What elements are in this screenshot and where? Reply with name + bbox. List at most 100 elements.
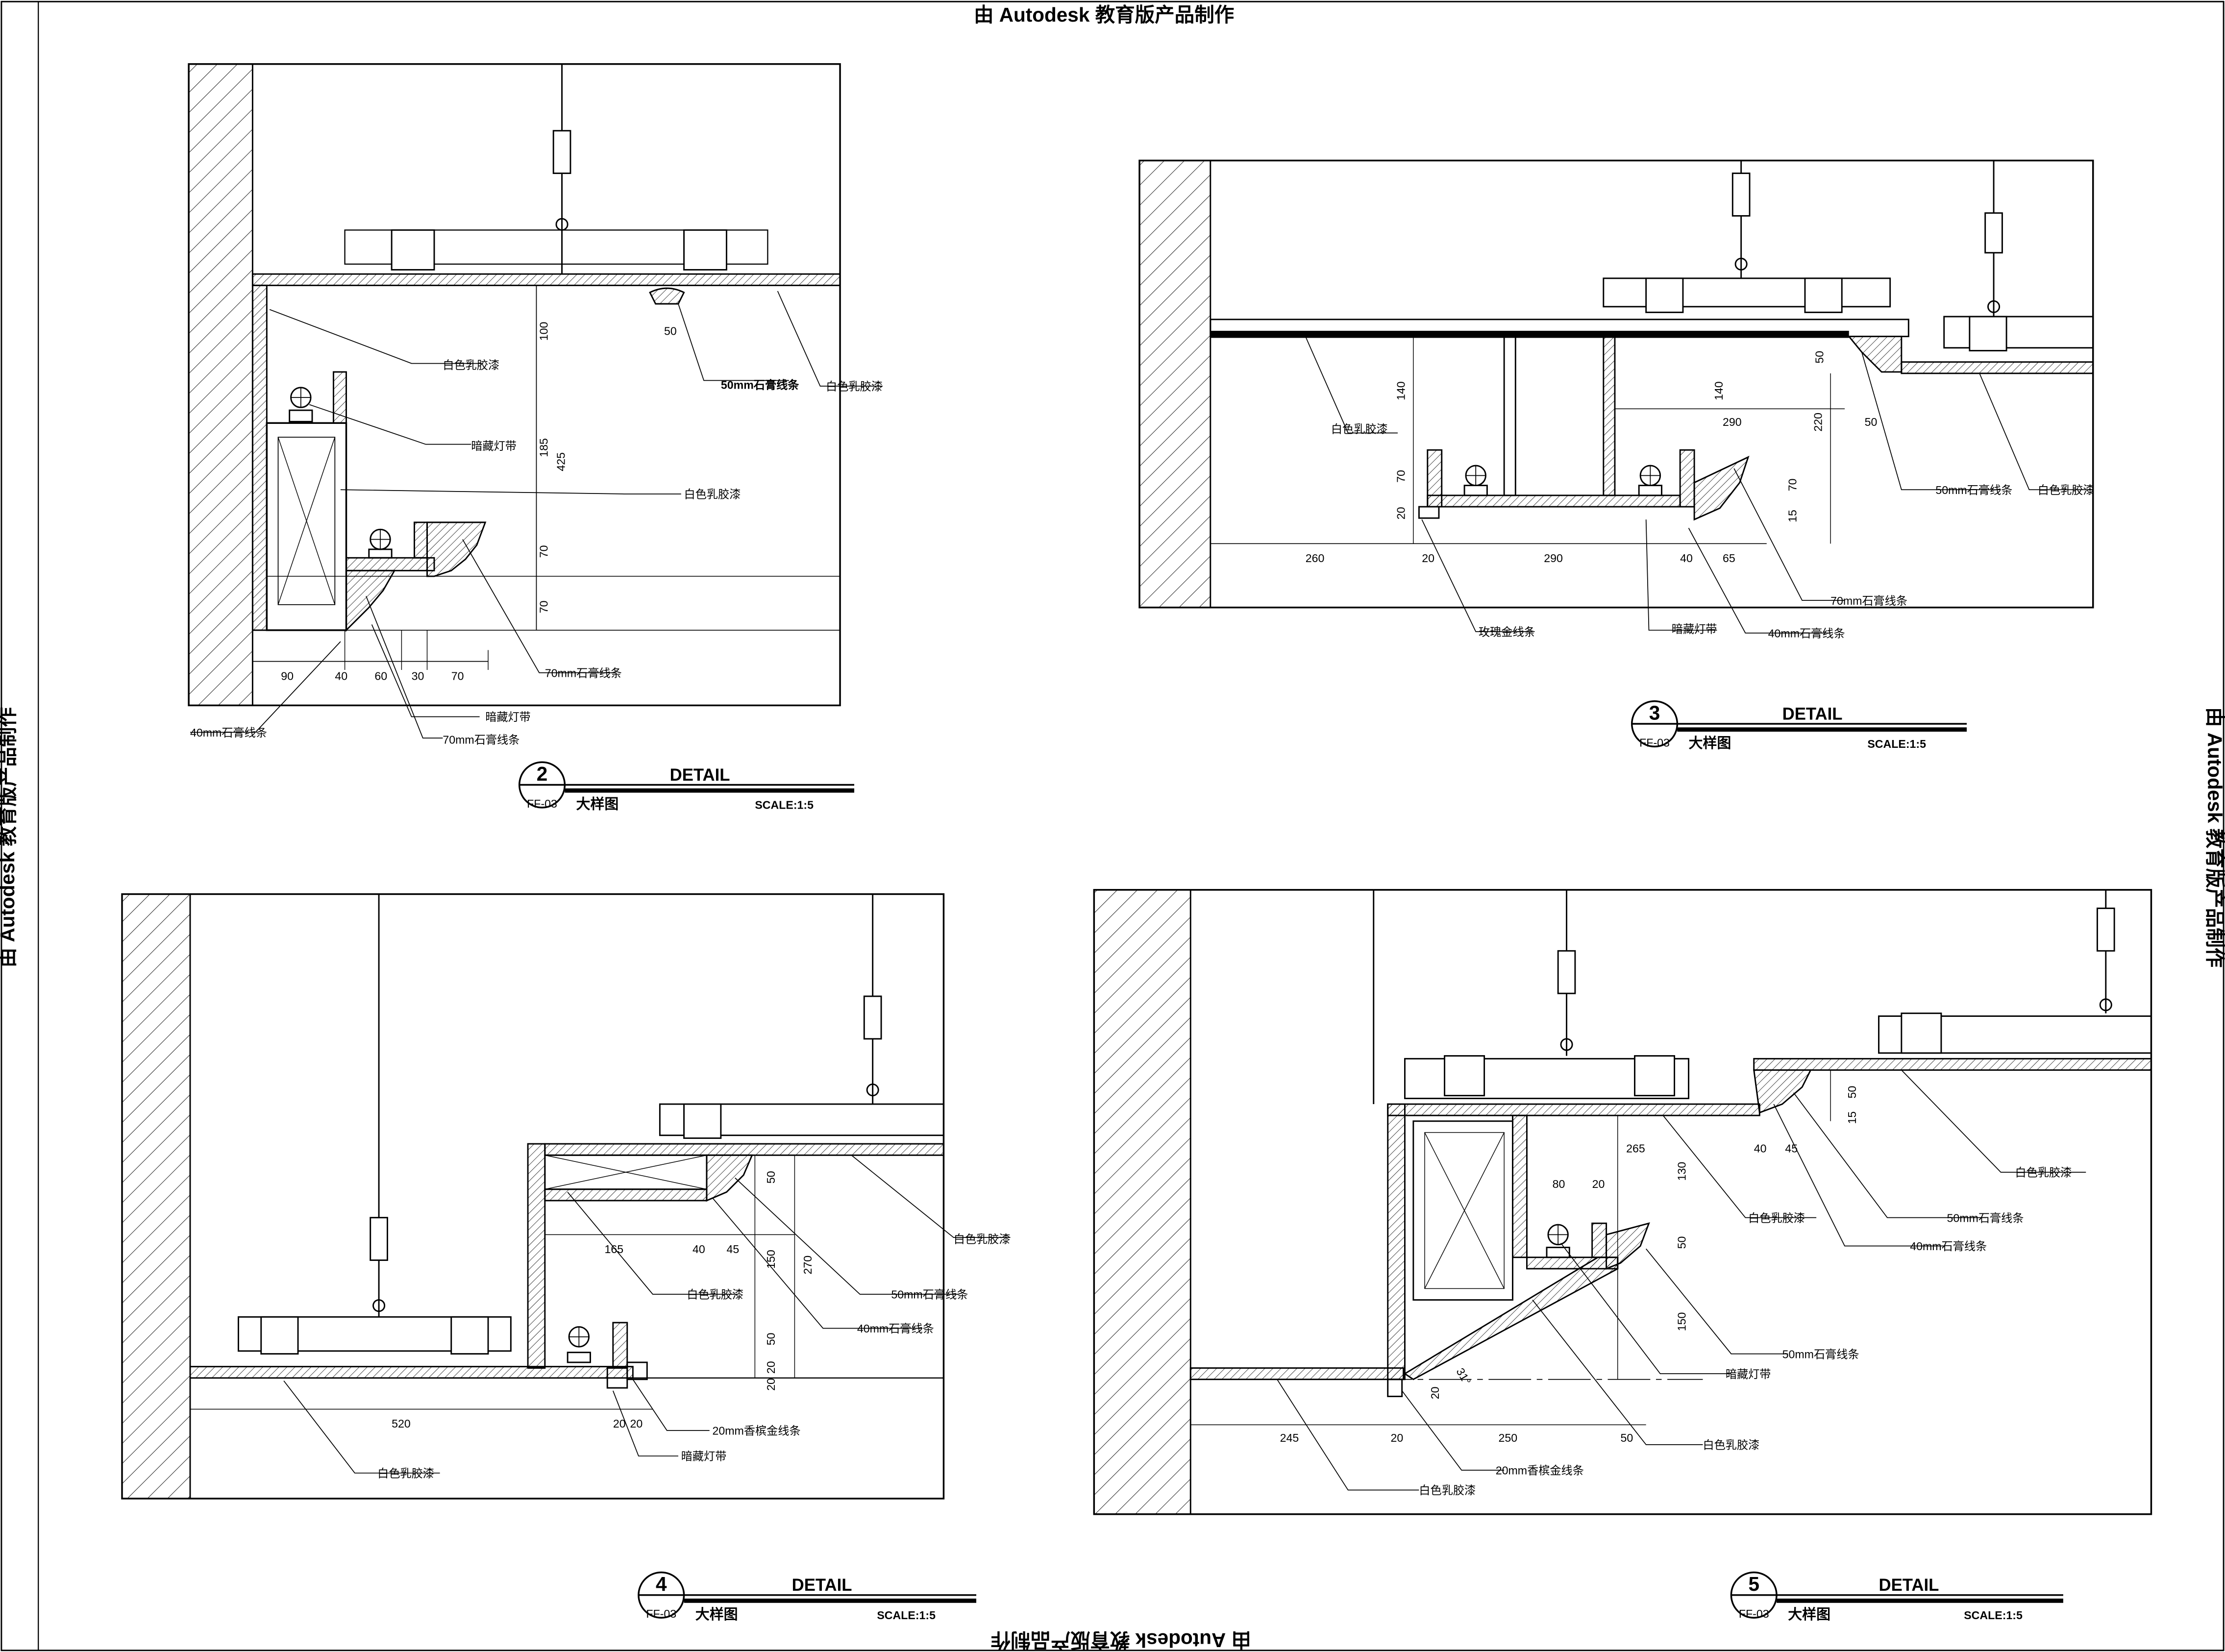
detail-3-dim: 260: [1306, 552, 1325, 565]
detail-2-subtitle: 大样图: [576, 796, 619, 813]
detail-3-trough: [1427, 494, 1681, 508]
detail-5-sheet: FF-03: [1739, 1607, 1769, 1620]
detail-2-leader-5: [340, 489, 681, 494]
detail-2-number: 2: [537, 763, 548, 785]
detail-2-bracket-left: [391, 229, 435, 271]
detail-3-label-7: 40mm石膏线条: [1768, 627, 1845, 640]
detail-3-dim: 290: [1723, 416, 1742, 428]
detail-2-label-6: 70mm石膏线条: [545, 666, 622, 679]
detail-5-dim: 45: [1785, 1142, 1798, 1155]
detail-4-dim: 20: [630, 1417, 643, 1430]
detail-4-label-7: 白色乳胶漆: [377, 1467, 434, 1479]
detail-3-joist-left: [1603, 277, 1891, 308]
detail-2-wall: [188, 63, 253, 706]
detail-4-label-1: 白色乳胶漆: [954, 1233, 1011, 1246]
detail-5-title: DETAIL: [1879, 1576, 1939, 1595]
detail-5-label-7: 白色乳胶漆: [1703, 1439, 1759, 1452]
detail-5-dim: 130: [1676, 1162, 1688, 1181]
detail-4-dim: 270: [801, 1256, 814, 1275]
detail-3-subtitle: 大样图: [1689, 735, 1731, 751]
detail-4-lower-board: [189, 1366, 634, 1379]
detail-2-cornice-70: [426, 521, 487, 577]
detail-2-leader-8: [366, 596, 443, 739]
watermark-left: 由 Autodesk 教育版产品制作: [0, 707, 19, 967]
detail-3-dim: 140: [1712, 381, 1725, 400]
detail-2-ceiling-board: [251, 273, 841, 286]
detail-3-label-1: 白色乳胶漆: [1331, 422, 1388, 435]
detail-5-scale: SCALE:1:5: [1964, 1609, 2023, 1622]
detail-4-title: DETAIL: [792, 1576, 852, 1595]
detail-3-title-block: 3 FF-03 DETAIL 大样图 SCALE:1:5: [1631, 700, 1967, 751]
detail-5-dim: 265: [1626, 1142, 1645, 1155]
detail-5-dim: 20: [1391, 1431, 1404, 1444]
detail-5-label-3: 50mm石膏线条: [1947, 1211, 2024, 1224]
detail-2: 白色乳胶漆 50mm石膏线条 白色乳胶漆 暗藏灯带 白色乳胶漆 70mm石膏线条…: [188, 63, 883, 813]
detail-2-leader-6: [462, 539, 616, 673]
detail-2-ceiling-joist: [344, 229, 768, 265]
detail-4-dim: 520: [392, 1417, 411, 1430]
detail-2-title: DETAIL: [670, 766, 730, 785]
watermark-bottom: 由 Autodesk 教育版产品制作: [991, 1629, 1251, 1652]
detail-3-joist-right: [1943, 316, 2094, 349]
detail-2-dim: 60: [374, 669, 387, 682]
detail-5-label-5: 50mm石膏线条: [1782, 1348, 1859, 1360]
detail-4-label-4: 40mm石膏线条: [857, 1322, 934, 1335]
detail-2-dim: 40: [335, 669, 347, 682]
detail-3-label-4: 70mm石膏线条: [1830, 594, 1907, 607]
detail-2-dim: 70: [538, 545, 550, 558]
detail-5-dim: 50: [1676, 1236, 1688, 1249]
detail-4-wall: [121, 893, 191, 1500]
detail-5-dim: 31°: [1454, 1366, 1473, 1387]
detail-5-label-2: 白色乳胶漆: [1748, 1211, 1805, 1224]
detail-5-dim: 40: [1754, 1142, 1767, 1155]
detail-5-subtitle: 大样图: [1788, 1606, 1830, 1623]
detail-3-label-2: 50mm石膏线条: [1935, 484, 2012, 496]
detail-5-label-9: 白色乳胶漆: [1419, 1484, 1476, 1497]
detail-3-title: DETAIL: [1782, 705, 1843, 723]
detail-4-upper-board: [544, 1143, 944, 1156]
detail-4-label-2: 白色乳胶漆: [687, 1288, 743, 1301]
detail-3-dim: 220: [1812, 413, 1825, 432]
detail-4-number: 4: [656, 1573, 667, 1595]
detail-2-dim: 425: [554, 452, 567, 471]
detail-2-leader-7: [371, 624, 480, 717]
detail-5-upper-board: [1753, 1058, 2152, 1071]
detail-5-label-4: 40mm石膏线条: [1910, 1240, 1987, 1253]
detail-3-wall: [1138, 160, 1211, 609]
detail-2-label-9: 40mm石膏线条: [190, 726, 267, 739]
detail-3-dim: 40: [1680, 552, 1693, 565]
detail-4: 白色乳胶漆 白色乳胶漆 50mm石膏线条 40mm石膏线条 20mm香槟金线条 …: [121, 893, 1011, 1623]
detail-2-leader-3: [777, 291, 883, 387]
detail-5-label-6: 暗藏灯带: [1726, 1368, 1771, 1381]
detail-4-dim: 50: [765, 1171, 777, 1184]
detail-2-dim: 100: [538, 322, 550, 341]
detail-5-number: 5: [1748, 1573, 1759, 1595]
detail-3-dim: 50: [1813, 351, 1826, 364]
detail-5-dim: 250: [1499, 1431, 1518, 1444]
detail-4-dim: 150: [765, 1250, 777, 1269]
detail-3-lower-board: [1901, 361, 2094, 374]
detail-5-dim: 245: [1280, 1431, 1299, 1444]
detail-5-frame: [1093, 889, 2152, 1515]
detail-5: 白色乳胶漆 白色乳胶漆 50mm石膏线条 40mm石膏线条 50mm石膏线条 暗…: [1093, 889, 2152, 1623]
detail-3-label-6: 暗藏灯带: [1672, 623, 1717, 636]
detail-2-label-3: 白色乳胶漆: [826, 380, 883, 393]
detail-2-leader-4: [309, 404, 471, 445]
detail-3-sheet: FF-03: [1639, 736, 1670, 749]
detail-2-leader-9: [190, 641, 341, 733]
detail-2-lower-shelf: [346, 557, 435, 571]
detail-4-dim: 40: [692, 1243, 705, 1256]
detail-2-bracket-right: [683, 229, 727, 271]
detail-4-dim: 165: [604, 1243, 623, 1256]
detail-2-label-7: 暗藏灯带: [485, 711, 531, 723]
detail-2-title-block: 2 FF-03 DETAIL 大样图 SCALE:1:5: [518, 761, 855, 813]
detail-5-dim: 50: [1846, 1086, 1858, 1099]
detail-5-dim: 80: [1553, 1178, 1565, 1190]
detail-2-cross-b: [277, 437, 336, 605]
detail-4-label-6: 暗藏灯带: [681, 1450, 727, 1463]
detail-5-mid-board: [1387, 1103, 1760, 1116]
detail-2-dim: 90: [281, 669, 294, 682]
detail-5-dim: 15: [1846, 1111, 1858, 1124]
detail-2-hanger-bolt: [555, 218, 569, 231]
detail-3-dim: 20: [1422, 552, 1434, 565]
